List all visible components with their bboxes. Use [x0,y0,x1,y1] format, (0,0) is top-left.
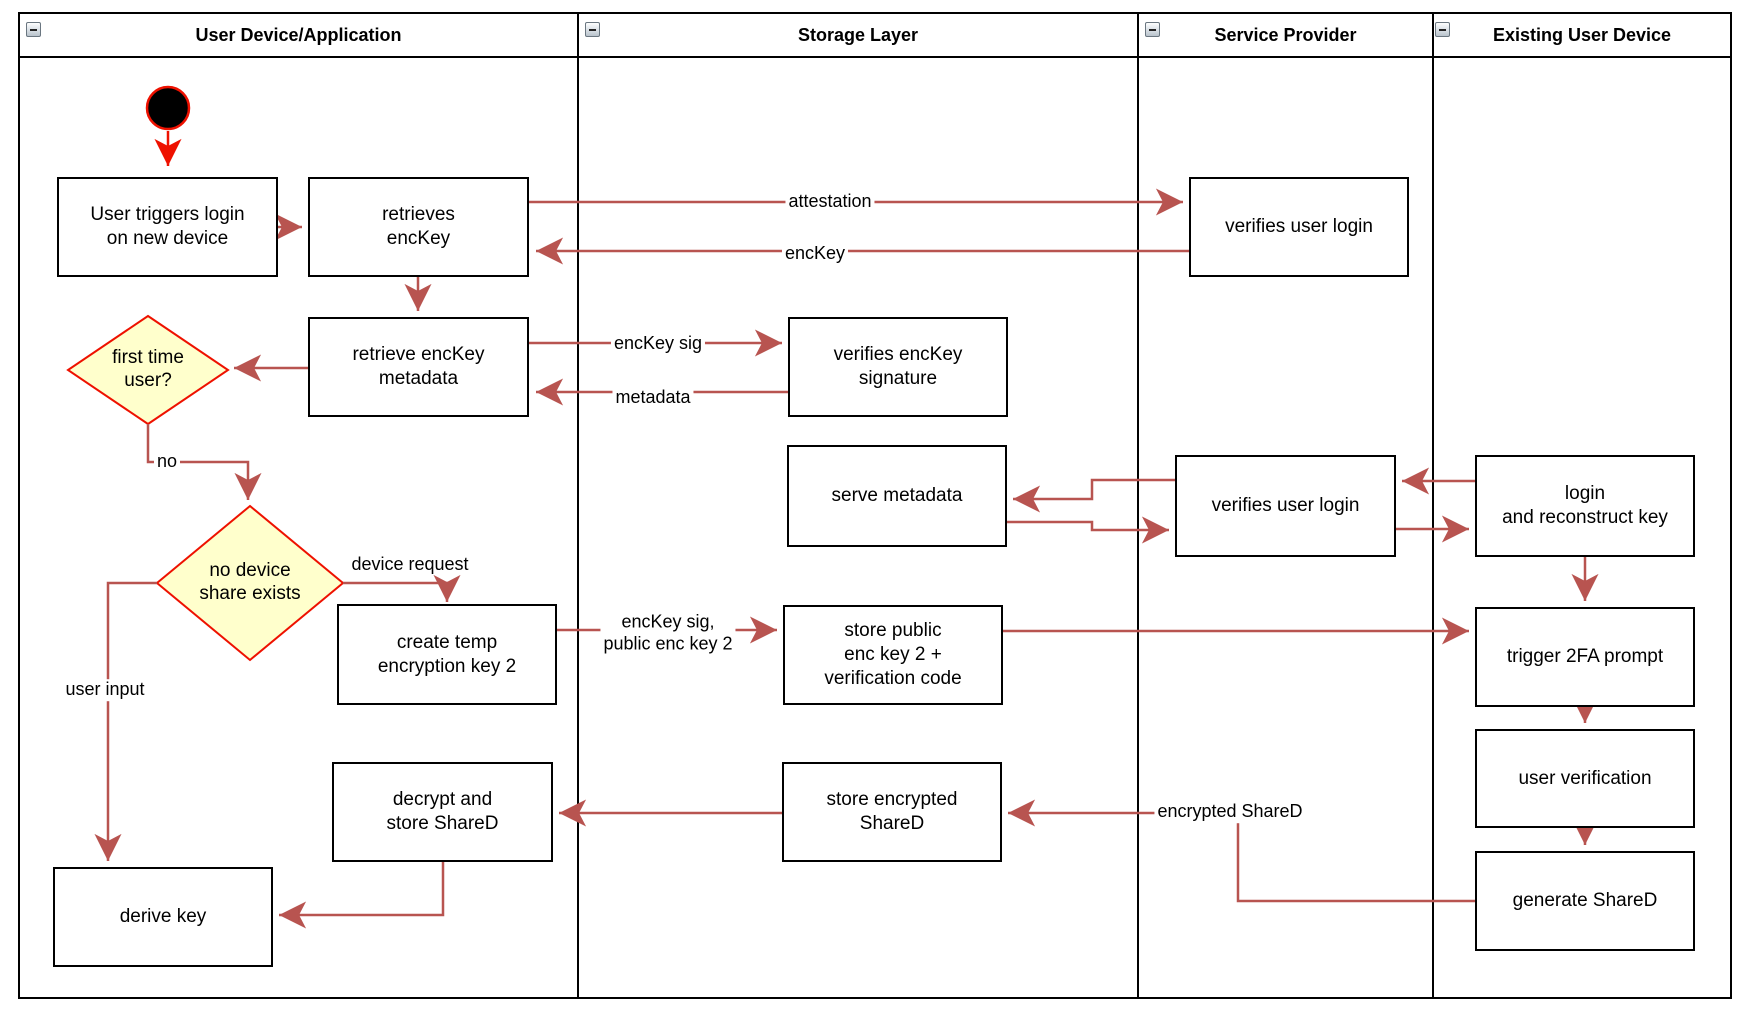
minus-icon [589,28,596,31]
collapse-lane-icon[interactable] [1145,22,1160,37]
edge-verifies-mid-to-serve-metadata [1013,478,1175,513]
minus-icon [1149,28,1156,31]
decision-no-device-share [155,504,345,662]
node-user-triggers-login: User triggers login on new device [57,177,278,277]
edge-label-enckey-sig: encKey sig [610,333,706,355]
node-create-temp-key: create temp encryption key 2 [337,604,557,705]
edge-device-request [343,574,461,602]
edge-label-device-request: device request [351,554,469,575]
node-login-reconstruct-key: login and reconstruct key [1475,455,1695,557]
edge-decrypt-to-derive-key [279,862,445,929]
edge-label-enckey: encKey [781,243,849,265]
edge-serve-metadata-to-verifies-mid [1007,516,1169,544]
node-decrypt-store-shared: decrypt and store ShareD [332,762,553,862]
collapse-lane-icon[interactable] [26,22,41,37]
node-retrieves-enckey: retrieves encKey [308,177,529,277]
edge-label-attestation: attestation [785,191,875,213]
edge-user-input [94,581,157,861]
edge-label-metadata: metadata [612,387,694,409]
pool-border [18,12,1732,999]
decision-first-time-user [66,314,230,426]
node-store-public-key: store public enc key 2 + verification co… [783,605,1003,705]
collapse-lane-icon[interactable] [585,22,600,37]
swimlane-frame [18,12,1732,999]
start-node [145,85,191,131]
edge-label-encrypted-shared: encrypted ShareD [1154,801,1306,823]
node-serve-metadata: serve metadata [787,445,1007,547]
minus-icon [1439,28,1446,31]
node-trigger-2fa-prompt: trigger 2FA prompt [1475,607,1695,707]
edge-no-branch [146,424,262,500]
node-derive-key: derive key [53,867,273,967]
node-store-encrypted-shared: store encrypted ShareD [782,762,1002,862]
collapse-lane-icon[interactable] [1435,22,1450,37]
edge-label-enckey-sig-public: encKey sig, public enc key 2 [600,611,736,655]
node-user-verification: user verification [1475,729,1695,828]
node-verifies-user-login-top: verifies user login [1189,177,1409,277]
node-generate-shared: generate ShareD [1475,851,1695,951]
node-retrieve-enckey-metadata: retrieve encKey metadata [308,317,529,417]
node-verifies-enckey-signature: verifies encKey signature [788,317,1008,417]
minus-icon [30,28,37,31]
edge-label-no: no [153,451,181,473]
edge-encrypted-shared [1008,799,1475,903]
edge-label-user-input: user input [62,679,148,701]
node-verifies-user-login-mid: verifies user login [1175,455,1396,557]
